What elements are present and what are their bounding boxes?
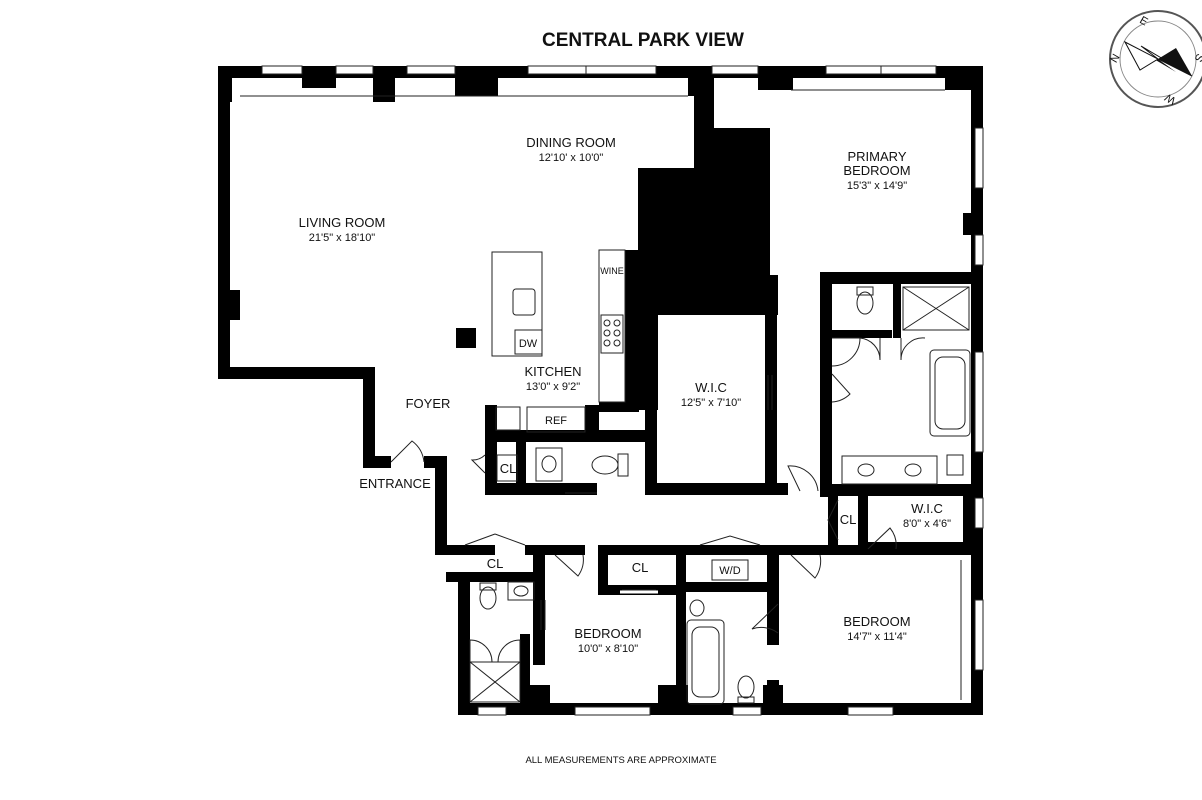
primary-bedroom-label: PRIMARY bbox=[848, 149, 907, 164]
bedroom-1-label: BEDROOM bbox=[574, 626, 641, 641]
sink-icon bbox=[507, 581, 535, 601]
sink-icon bbox=[535, 447, 563, 482]
sink-icon bbox=[512, 288, 536, 316]
bathtub-icon bbox=[686, 619, 725, 705]
wic-dim: 12'5" x 7'10" bbox=[681, 397, 741, 409]
trash-icon bbox=[495, 406, 521, 431]
bath-2-fixtures bbox=[686, 599, 779, 705]
living-room-dim: 21'5" x 18'10" bbox=[309, 232, 376, 244]
kitchen-counter bbox=[598, 249, 626, 403]
closet-label: CL bbox=[487, 556, 504, 571]
shower bbox=[902, 286, 970, 331]
shower bbox=[469, 661, 521, 703]
sink-icon bbox=[689, 599, 705, 617]
kitchen-dim: 13'0" x 9'2" bbox=[526, 381, 580, 393]
cooktop-icon bbox=[600, 314, 624, 354]
bathtub-icon bbox=[929, 349, 971, 437]
kitchen-label: KITCHEN bbox=[524, 364, 581, 379]
foyer-label: FOYER bbox=[406, 396, 451, 411]
toilet-icon bbox=[856, 291, 874, 315]
closet-label: CL bbox=[500, 461, 517, 476]
bedroom-2-label: BEDROOM bbox=[843, 614, 910, 629]
washer-dryer bbox=[711, 559, 749, 581]
dishwasher-label: DW bbox=[519, 338, 538, 350]
wine-label: WINE bbox=[600, 266, 624, 276]
closet-label: CL bbox=[632, 560, 649, 575]
closet-label: CL bbox=[840, 512, 857, 527]
primary-bedroom-dim: 15'3" x 14'9" bbox=[847, 180, 907, 192]
dining-room-label: DINING ROOM bbox=[526, 135, 616, 150]
dishwasher bbox=[514, 329, 543, 355]
bedroom-1-dim: 10'0" x 8'10" bbox=[578, 643, 638, 655]
toilet-icon bbox=[479, 586, 497, 610]
toilet-icon bbox=[591, 455, 619, 475]
primary-bedroom-label-2: BEDROOM bbox=[843, 163, 910, 178]
kitchen-fixtures: DW WINE REF bbox=[456, 249, 626, 433]
vanity bbox=[841, 455, 938, 485]
refrigerator bbox=[526, 406, 586, 433]
windows bbox=[240, 65, 984, 716]
primary-bath-fixtures bbox=[767, 286, 971, 492]
dining-room-dim: 12'10' x 10'0" bbox=[539, 152, 604, 164]
wic-label: W.I.C bbox=[695, 380, 727, 395]
living-room-label: LIVING ROOM bbox=[299, 215, 386, 230]
closets: CL CL W/D CL bbox=[390, 440, 897, 594]
footer-note: ALL MEASUREMENTS ARE APPROXIMATE bbox=[525, 755, 716, 766]
room-labels: DINING ROOM 12'10' x 10'0" PRIMARY BEDRO… bbox=[299, 135, 951, 655]
entrance-label: ENTRANCE bbox=[359, 476, 431, 491]
column bbox=[456, 328, 476, 348]
toilet-icon bbox=[737, 675, 755, 699]
compass-icon: N E S W bbox=[1108, 10, 1202, 108]
powder-room: CL bbox=[470, 447, 629, 494]
plan-title: CENTRAL PARK VIEW bbox=[542, 30, 744, 51]
toilet-tank bbox=[617, 453, 629, 477]
kitchen-island bbox=[491, 251, 543, 357]
bath-1-fixtures bbox=[469, 581, 546, 703]
compass-s: S bbox=[1192, 51, 1202, 63]
bedroom-2-dim: 14'7" x 11'4" bbox=[847, 631, 907, 643]
wd-label: W/D bbox=[719, 565, 740, 577]
wic-2-dim: 8'0" x 4'6" bbox=[903, 518, 951, 530]
wic-2-label: W.I.C bbox=[911, 501, 943, 516]
ref-label: REF bbox=[545, 415, 567, 427]
